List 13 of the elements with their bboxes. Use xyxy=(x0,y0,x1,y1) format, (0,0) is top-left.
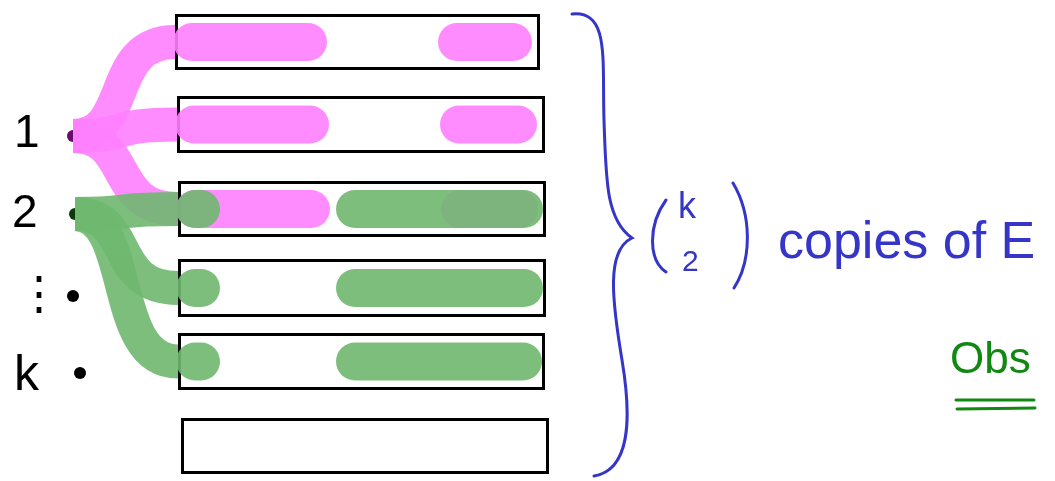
handwritten-label: ⋮ xyxy=(16,270,62,316)
row-box xyxy=(178,333,545,390)
handwritten-label: k xyxy=(14,348,39,398)
row-box xyxy=(177,96,545,153)
handwritten-label: k xyxy=(678,188,696,224)
row-box xyxy=(175,14,540,70)
handwritten-label: 2 xyxy=(12,188,38,234)
row-box xyxy=(178,181,546,237)
handwritten-label: 2 xyxy=(682,246,699,276)
row-box xyxy=(178,259,546,317)
row-box xyxy=(181,418,549,474)
handwritten-label: 1 xyxy=(14,108,40,154)
handwritten-label: Obs xyxy=(950,336,1031,380)
